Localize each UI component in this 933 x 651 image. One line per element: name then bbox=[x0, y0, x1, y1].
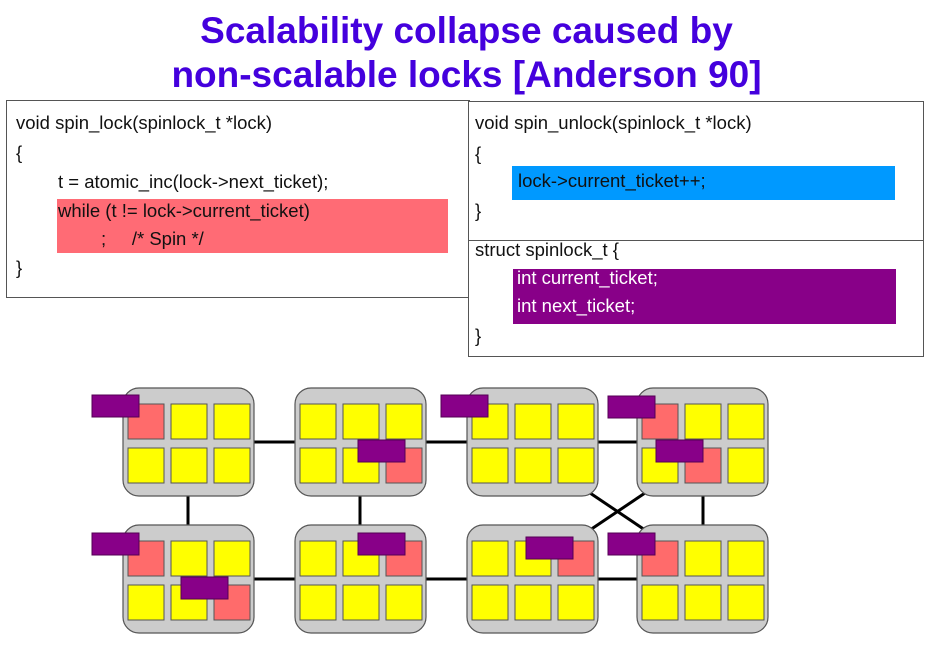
core bbox=[385, 584, 423, 621]
code-line: ; /* Spin */ bbox=[101, 228, 204, 249]
core bbox=[213, 403, 251, 440]
spinning-core bbox=[641, 403, 679, 440]
lock-cache-line bbox=[357, 532, 406, 556]
core bbox=[557, 447, 595, 484]
core bbox=[127, 447, 165, 484]
core bbox=[727, 447, 765, 484]
core bbox=[641, 584, 679, 621]
code-line: int current_ticket; bbox=[517, 267, 658, 288]
code-line: } bbox=[16, 257, 23, 278]
core bbox=[213, 447, 251, 484]
core bbox=[684, 540, 722, 577]
slide-title-line-2: non-scalable locks [Anderson 90] bbox=[171, 54, 762, 95]
struct-fields-highlight bbox=[513, 269, 896, 324]
code-line: } bbox=[475, 200, 482, 221]
code-line: { bbox=[16, 142, 23, 163]
core bbox=[684, 403, 722, 440]
code-line: t = atomic_inc(lock->next_ticket); bbox=[58, 171, 329, 192]
core bbox=[342, 403, 380, 440]
core bbox=[684, 584, 722, 621]
slide-title-line-1: Scalability collapse caused by bbox=[200, 10, 733, 51]
unlock-increment-highlight bbox=[512, 166, 895, 200]
code-line: } bbox=[475, 325, 482, 346]
code-line: while (t != lock->current_ticket) bbox=[58, 200, 310, 221]
code-line: { bbox=[475, 143, 482, 164]
core bbox=[299, 447, 337, 484]
core bbox=[471, 540, 509, 577]
core bbox=[213, 540, 251, 577]
code-line: void spin_unlock(spinlock_t *lock) bbox=[475, 112, 752, 133]
core bbox=[514, 447, 552, 484]
core bbox=[299, 584, 337, 621]
core bbox=[727, 540, 765, 577]
lock-cache-line bbox=[525, 536, 574, 560]
interconnect-link bbox=[589, 491, 646, 532]
core bbox=[170, 447, 208, 484]
lock-cache-line bbox=[91, 532, 140, 556]
lock-cache-line bbox=[180, 576, 229, 600]
core bbox=[557, 584, 595, 621]
core bbox=[127, 584, 165, 621]
lock-cache-line bbox=[655, 439, 704, 463]
lock-cache-line bbox=[607, 395, 656, 419]
lock-cache-line bbox=[440, 394, 489, 418]
core bbox=[514, 403, 552, 440]
core bbox=[727, 584, 765, 621]
core bbox=[514, 584, 552, 621]
code-line: struct spinlock_t { bbox=[475, 239, 619, 260]
core bbox=[471, 584, 509, 621]
code-line: lock->current_ticket++; bbox=[518, 170, 706, 191]
core bbox=[299, 540, 337, 577]
core bbox=[385, 403, 423, 440]
core bbox=[299, 403, 337, 440]
core bbox=[170, 403, 208, 440]
code-line: void spin_lock(spinlock_t *lock) bbox=[16, 112, 273, 133]
core bbox=[170, 540, 208, 577]
lock-cache-line bbox=[91, 394, 140, 418]
core bbox=[471, 447, 509, 484]
code-line: int next_ticket; bbox=[517, 295, 636, 316]
core bbox=[557, 403, 595, 440]
lock-cache-line bbox=[607, 532, 656, 556]
spin-loop-highlight bbox=[57, 199, 448, 253]
core bbox=[342, 584, 380, 621]
lock-cache-line bbox=[357, 439, 406, 463]
core bbox=[727, 403, 765, 440]
